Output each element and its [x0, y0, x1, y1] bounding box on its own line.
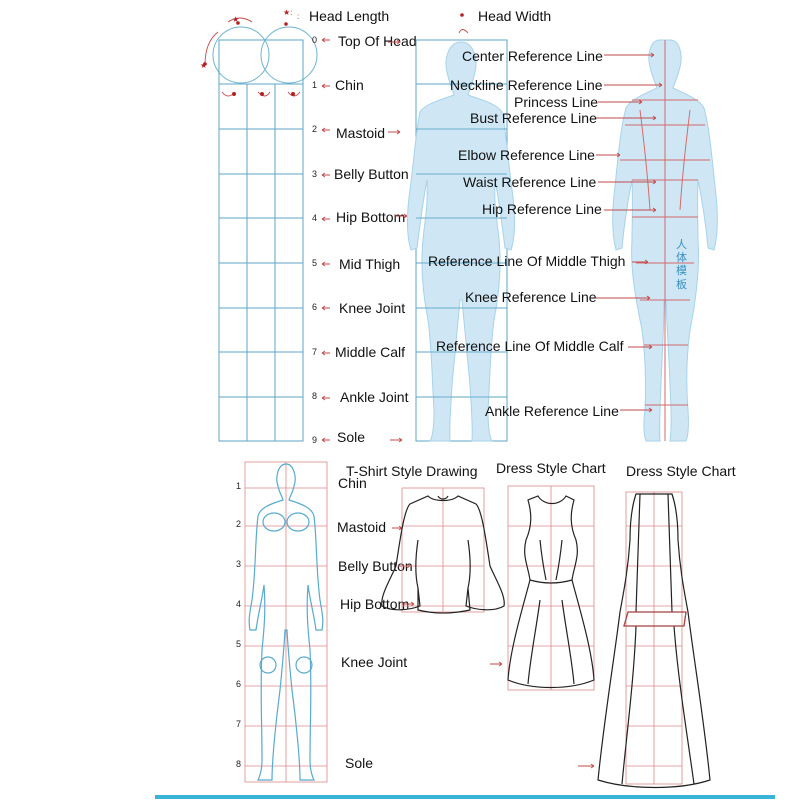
head-length-marker: : — [297, 12, 299, 21]
bottom-label-knee-joint: Knee Joint — [341, 654, 407, 670]
head-circle-right — [260, 26, 318, 84]
level-num-9: 9 — [312, 435, 317, 445]
dress-1-outline — [507, 495, 595, 689]
ref-center: Center Reference Line — [462, 48, 603, 64]
level-label-ankle-joint: Ankle Joint — [340, 389, 409, 405]
level-label-middle-calf: Middle Calf — [335, 344, 405, 360]
level-label-mastoid: Mastoid — [336, 125, 385, 141]
tshirt-outline — [381, 495, 505, 614]
level-num-7: 7 — [312, 347, 317, 357]
mannequin-char-2: 体 — [676, 250, 687, 264]
dress-2-outline — [597, 493, 711, 789]
ref-knee: Knee Reference Line — [465, 289, 597, 305]
line-figure — [248, 463, 324, 781]
bottom-figure-grid: 1 2 3 4 5 6 7 8 — [236, 461, 328, 783]
reference-leaders — [596, 52, 663, 413]
level-num-5: 5 — [312, 258, 317, 268]
svg-text:★:: ★: — [283, 8, 292, 17]
bottom-labels: Chin Mastoid Belly Button Hip Bottom Kne… — [337, 475, 413, 771]
bottom-label-sole: Sole — [345, 755, 373, 771]
bottom-arrows — [392, 525, 595, 769]
dress-drawing-1 — [507, 485, 595, 691]
bottom-num-1: 1 — [236, 481, 241, 491]
body-silhouette — [407, 41, 515, 442]
bottom-num-5: 5 — [236, 639, 241, 649]
level-num-2: 2 — [312, 124, 317, 134]
bottom-num-3: 3 — [236, 559, 241, 569]
ref-bust: Bust Reference Line — [470, 110, 597, 126]
dress-drawing-2 — [597, 491, 711, 789]
level-num-0: 0 — [312, 35, 317, 45]
ref-waist: Waist Reference Line — [463, 174, 597, 190]
bottom-label-mastoid: Mastoid — [337, 519, 386, 535]
level-label-knee-joint: Knee Joint — [339, 300, 405, 316]
level-num-3: 3 — [312, 169, 317, 179]
ref-middle-calf: Reference Line Of Middle Calf — [436, 338, 624, 354]
bottom-num-7: 7 — [236, 719, 241, 729]
title-dress-2: Dress Style Chart — [626, 463, 736, 479]
bottom-label-hip-bottom: Hip Bottom — [340, 596, 409, 612]
ref-ankle: Ankle Reference Line — [485, 403, 619, 419]
head-width-label: Head Width — [478, 8, 551, 24]
level-num-4: 4 — [312, 213, 317, 223]
head-grid-labels: 0 Top Of Head 1 Chin 2 Mastoid 3 Belly B… — [312, 33, 417, 445]
head-length-label: Head Length — [309, 8, 389, 24]
level-label-chin: Chin — [335, 77, 364, 93]
head-grid: ★ ★: ★ — [200, 8, 318, 442]
level-num-8: 8 — [312, 391, 317, 401]
mannequin-figure: 人 体 模 板 — [612, 39, 718, 442]
ref-hip: Hip Reference Line — [482, 201, 602, 217]
ref-princess: Princess Line — [514, 94, 598, 110]
reference-line-labels: Center Reference Line Neckline Reference… — [428, 48, 625, 419]
bottom-num-4: 4 — [236, 599, 241, 609]
bottom-num-6: 6 — [236, 679, 241, 689]
bottom-accent-bar — [155, 795, 775, 799]
tshirt-drawing — [381, 487, 505, 614]
ref-middle-thigh: Reference Line Of Middle Thigh — [428, 253, 625, 269]
svg-text:★: ★ — [232, 15, 239, 24]
title-dress-1: Dress Style Chart — [496, 460, 606, 476]
mannequin-char-4: 板 — [676, 277, 687, 291]
mannequin-char-1: 人 — [676, 238, 687, 251]
level-arrows — [321, 37, 408, 443]
silhouette-grid — [407, 39, 515, 442]
level-num-1: 1 — [312, 80, 317, 90]
bottom-num-2: 2 — [236, 519, 241, 529]
level-label-top-of-head: Top Of Head — [338, 33, 417, 49]
level-label-mid-thigh: Mid Thigh — [339, 256, 400, 272]
level-label-belly-button: Belly Button — [334, 166, 409, 182]
ref-elbow: Elbow Reference Line — [458, 147, 595, 163]
head-circle-left — [212, 26, 270, 84]
svg-text:★: ★ — [200, 61, 207, 70]
bottom-num-8: 8 — [236, 759, 241, 769]
level-label-sole: Sole — [337, 429, 365, 445]
mannequin-char-3: 模 — [676, 264, 687, 277]
level-label-hip-bottom: Hip Bottom — [336, 209, 405, 225]
level-num-6: 6 — [312, 302, 317, 312]
bottom-label-chin: Chin — [338, 475, 367, 491]
title-tshirt: T-Shirt Style Drawing — [346, 463, 477, 479]
ref-neckline: Neckline Reference Line — [450, 77, 603, 93]
